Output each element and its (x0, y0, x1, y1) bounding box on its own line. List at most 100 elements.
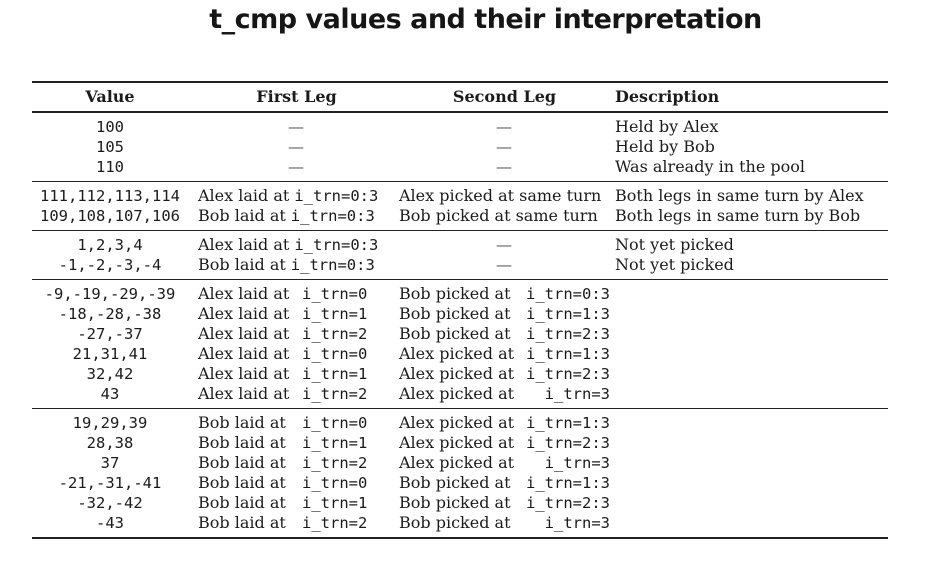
value-cell: 43 (32, 384, 188, 404)
leg-code: i_trn=0 (302, 285, 368, 303)
second-leg-cell: Bob picked at i_trn=2:3 (395, 324, 613, 344)
value-text: 105 (96, 138, 124, 156)
leg-code: i_trn=0:3 (290, 256, 375, 274)
value-cell: 100 (32, 117, 188, 137)
leg-text: Alex picked at (399, 453, 515, 472)
leg-code: i_trn=2 (302, 454, 368, 472)
description-cell (613, 473, 888, 493)
leg-text: Alex picked at (399, 364, 515, 383)
table-row: 110——Was already in the pool (32, 157, 888, 177)
value-text: 110 (96, 158, 124, 176)
value-cell: -21,-31,-41 (32, 473, 188, 493)
description-text: Not yet picked (615, 235, 734, 254)
description-cell (613, 513, 888, 533)
leg-text: Alex picked at (399, 344, 515, 363)
leg-code: i_trn=0 (302, 345, 368, 363)
leg-text: Bob picked at (399, 324, 511, 343)
em-dash: — (496, 117, 513, 136)
leg-text: Bob laid at (198, 513, 286, 532)
leg-code: i_trn=3 (544, 514, 610, 532)
description-text: Held by Bob (615, 137, 715, 156)
value-cell: -1,-2,-3,-4 (32, 255, 188, 275)
leg-code: i_trn=2:3 (526, 494, 610, 512)
leg-code: i_trn=0 (302, 414, 368, 432)
value-text: 1,2,3,4 (77, 236, 143, 254)
value-cell: 110 (32, 157, 188, 177)
value-cell: 109,108,107,106 (32, 206, 188, 226)
leg-text: Bob laid at (198, 413, 286, 432)
em-dash: — (496, 137, 513, 156)
leg-code: i_trn=0:3 (294, 236, 379, 254)
leg-text: Bob picked at (399, 304, 511, 323)
leg-text: Bob laid at (198, 453, 286, 472)
em-dash: — (288, 117, 305, 136)
second-leg-cell: Bob picked at i_trn=0:3 (395, 284, 613, 304)
value-cell: -18,-28,-38 (32, 304, 188, 324)
value-text: 100 (96, 118, 124, 136)
value-cell: 105 (32, 137, 188, 157)
value-cell: 28,38 (32, 433, 188, 453)
description-cell (613, 413, 888, 433)
value-cell: -43 (32, 513, 188, 533)
leg-code: i_trn=1 (302, 494, 368, 512)
leg-code: i_trn=0 (302, 474, 368, 492)
description-cell: Not yet picked (613, 255, 888, 275)
leg-text: Bob picked at same turn (399, 206, 598, 225)
first-leg-cell: — (188, 137, 395, 157)
value-cell: -9,-19,-29,-39 (32, 284, 188, 304)
value-cell: 1,2,3,4 (32, 235, 188, 255)
col-header-first-leg: First Leg (256, 87, 337, 106)
value-text: 32,42 (86, 365, 134, 383)
leg-text: Bob laid at (198, 473, 286, 492)
leg-text: Bob picked at (399, 513, 511, 532)
description-cell (613, 284, 888, 304)
leg-text: Bob laid at (198, 255, 286, 274)
page-title: t_cmp values and their interpretation (209, 4, 762, 35)
leg-text: Bob picked at (399, 284, 511, 303)
first-leg-cell: Bob laid at i_trn=2 (188, 453, 395, 473)
value-cell: -32,-42 (32, 493, 188, 513)
table-row: 19,29,39 Bob laid at i_trn=0 Alex picked at… (32, 413, 888, 433)
description-cell (613, 364, 888, 384)
description-cell: Not yet picked (613, 235, 888, 255)
leg-code: i_trn=0:3 (526, 285, 610, 303)
first-leg-cell: — (188, 157, 395, 177)
leg-code: i_trn=2:3 (526, 325, 610, 343)
second-leg-cell: Bob picked at i_trn=3 (395, 513, 613, 533)
em-dash: — (496, 255, 513, 274)
description-text: Both legs in same turn by Bob (615, 206, 861, 225)
value-text: 111,112,113,114 (40, 187, 180, 205)
leg-text: Alex laid at (198, 364, 290, 383)
value-text: 109,108,107,106 (40, 207, 180, 225)
first-leg-cell: — (188, 117, 395, 137)
description-cell (613, 384, 888, 404)
tcmp-table: Value First Leg Second Leg Description 1… (32, 81, 888, 539)
value-cell: 19,29,39 (32, 413, 188, 433)
leg-code: i_trn=2:3 (526, 434, 610, 452)
leg-text: Alex laid at (198, 235, 290, 254)
em-dash: — (496, 157, 513, 176)
leg-code: i_trn=0:3 (290, 207, 375, 225)
description-cell (613, 324, 888, 344)
